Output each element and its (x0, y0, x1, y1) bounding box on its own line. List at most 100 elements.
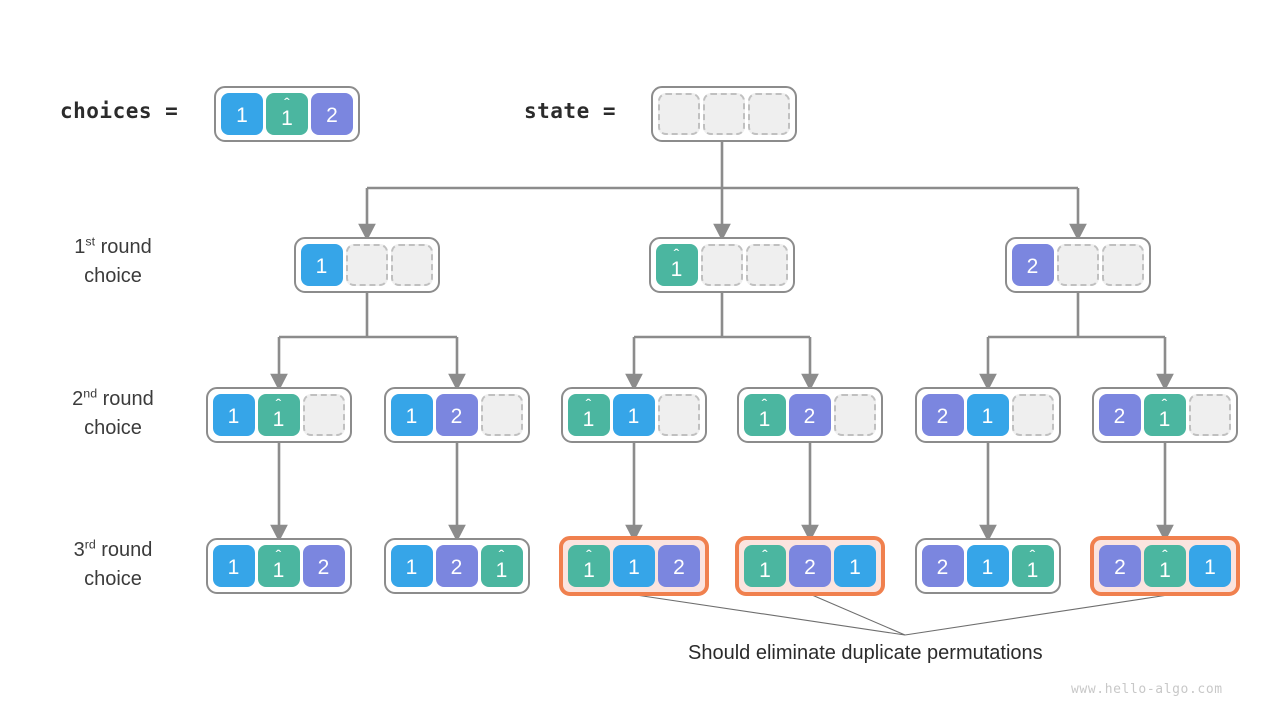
cell-value: 2 (435, 394, 478, 436)
cell-value: 1 (390, 545, 433, 587)
hat-accent-icon: ˆ (498, 547, 505, 566)
cell-label: 2 (1114, 555, 1126, 579)
cell-label: 1 (1158, 407, 1171, 431)
cell-empty (700, 244, 743, 286)
hat-accent-icon: ˆ (1029, 547, 1036, 566)
cell-label: 2 (803, 404, 816, 428)
cell-label: 2 (936, 555, 949, 579)
cell-label: 2 (936, 404, 949, 428)
hat-accent-icon: ˆ (586, 547, 592, 566)
cell-empty (1056, 244, 1099, 286)
cell-value: 1 (221, 93, 263, 135)
cell-label: 1 (227, 404, 240, 428)
cell-label: 1 (405, 555, 418, 579)
cell-value: 1 (966, 394, 1009, 436)
cell-label: 1 (628, 555, 640, 579)
state-array (651, 86, 797, 142)
cell-label: 1 (759, 558, 771, 582)
cell-label: 1 (272, 558, 285, 582)
cell-value: 2 (435, 545, 478, 587)
round-1-node-3: 2 (1004, 237, 1151, 293)
cell-label: 2 (1026, 254, 1039, 278)
cell-label: 1 (315, 254, 328, 278)
hat-accent-icon: ˆ (1162, 547, 1168, 566)
cell-label: 2 (673, 555, 685, 579)
cell-value: 1 (1189, 545, 1231, 587)
cell-empty (745, 244, 788, 286)
cell-label: 1 (495, 558, 508, 582)
cell-value: 1 (212, 545, 255, 587)
row-3-choice-word: choice (84, 568, 142, 590)
hat-accent-icon: ˆ (284, 95, 290, 114)
cell-empty (345, 244, 388, 286)
hat-accent-icon: ˆ (275, 547, 282, 566)
cell-value: 2 (921, 394, 964, 436)
cell-value: 1 (834, 545, 876, 587)
annotation-caption: Should eliminate duplicate permutations (688, 642, 1043, 664)
cell-label: 1 (582, 407, 595, 431)
cell-label: 1 (758, 407, 771, 431)
cell-label: 2 (450, 404, 463, 428)
cell-value: 1 (966, 545, 1009, 587)
cell-label: 1 (236, 103, 248, 127)
cell-value: 2 (311, 93, 353, 135)
cell-empty (748, 93, 790, 135)
cell-label: 1 (272, 407, 285, 431)
cell-label: 2 (804, 555, 816, 579)
cell-value: 1 (612, 394, 655, 436)
row-label-round-2: 2nd round choice (28, 385, 198, 443)
cell-label: 1 (1026, 558, 1039, 582)
watermark: www.hello-algo.com (1071, 682, 1223, 697)
cell-label: 2 (1113, 404, 1126, 428)
hat-accent-icon: ˆ (585, 396, 592, 415)
cell-empty (480, 394, 523, 436)
cell-value: 2 (302, 545, 345, 587)
cell-label: 2 (450, 555, 463, 579)
state-label: state = (524, 99, 617, 123)
hat-accent-icon: ˆ (275, 396, 282, 415)
row-3-ordinal: 3rd round (73, 537, 153, 561)
cell-empty (302, 394, 345, 436)
cell-empty (658, 93, 700, 135)
cell-label: 1 (227, 555, 240, 579)
cell-value: 2 (788, 394, 831, 436)
cell-label: 2 (326, 103, 338, 127)
cell-label: 1 (981, 404, 994, 428)
cell-label: 1 (1159, 558, 1171, 582)
cell-value: 2 (921, 545, 964, 587)
row-2-choice-word: choice (84, 417, 142, 439)
row-1-choice-word: choice (84, 265, 142, 287)
hat-accent-icon: ˆ (762, 547, 768, 566)
cell-empty (1188, 394, 1231, 436)
cell-label: 1 (627, 404, 640, 428)
cell-empty (657, 394, 700, 436)
cell-label: 1 (405, 404, 418, 428)
cell-label: 2 (317, 555, 330, 579)
cell-value: 2 (1098, 394, 1141, 436)
hat-accent-icon: ˆ (1161, 396, 1168, 415)
cell-empty (390, 244, 433, 286)
